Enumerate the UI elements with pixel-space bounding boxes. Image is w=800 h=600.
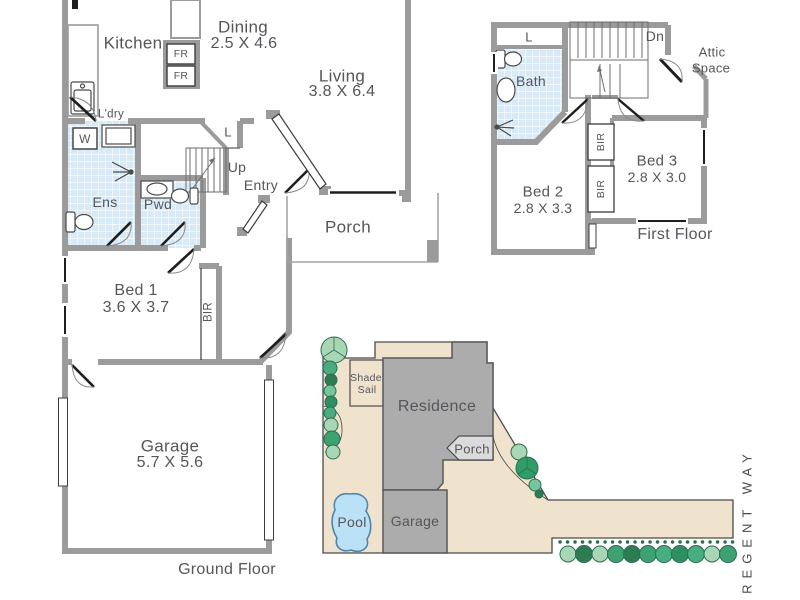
label-robe2: BIR [594, 179, 607, 199]
trees-left [320, 336, 348, 460]
label-bed3: Bed 3 [636, 152, 678, 170]
porch-outline [286, 189, 439, 263]
shower-icon [494, 119, 515, 137]
label-pool: Pool [337, 514, 367, 530]
pantry [170, 0, 201, 39]
toilet-icon [65, 211, 94, 233]
basin-icon [496, 77, 516, 103]
label-bed1-dims: 3.6 X 3.7 [102, 299, 170, 316]
label-washer: W [79, 132, 91, 146]
entry-bay-window [237, 110, 331, 236]
vanity-icon [140, 180, 174, 199]
label-attic-line1: Attic [698, 44, 726, 60]
label-shade-sail-1: Shade [350, 371, 382, 384]
shade-sail-shape [349, 359, 384, 407]
label-stairs-down: Dn [645, 28, 665, 44]
site-garage-shape [382, 489, 448, 554]
ground-floor-plan [58, 0, 439, 554]
label-entry: Entry [243, 177, 279, 193]
label-robe-ground: BIR [202, 301, 215, 323]
label-bed2-dims: 2.8 X 3.3 [513, 200, 573, 216]
caption-first-floor: First Floor [637, 226, 713, 243]
label-garage-site: Garage [390, 513, 440, 529]
caption-ground-floor: Ground Floor [178, 561, 276, 578]
site-porch-shape [446, 435, 494, 461]
door-arcs [69, 96, 310, 388]
door-arcs [561, 98, 645, 124]
toilet-icon [170, 187, 199, 205]
pool-shape [331, 492, 372, 553]
first-floor-plan [490, 21, 709, 255]
label-street-regent-way: REGENT WAY [739, 448, 755, 594]
label-bed1: Bed 1 [114, 282, 158, 299]
label-bed2: Bed 2 [522, 183, 564, 201]
label-laundry: L'dry [97, 108, 125, 121]
stairs-down [569, 21, 649, 99]
washing-machine [72, 127, 98, 150]
toilet-icon [495, 49, 523, 69]
label-shade-sail-2: Sail [357, 383, 377, 396]
attic-door [658, 57, 684, 84]
label-attic-line2: Space [691, 60, 731, 76]
label-garage-dims: 5.7 X 5.6 [136, 454, 204, 471]
label-stairs-up: Up [227, 159, 247, 175]
stairs-up [185, 119, 240, 193]
windows [58, 0, 274, 541]
shower-icon [111, 161, 134, 182]
label-linen-ground: L [224, 124, 232, 140]
label-bed3-dims: 2.8 X 3.0 [627, 169, 687, 185]
label-fridge2: FR [173, 69, 189, 82]
label-porch-ground: Porch [325, 217, 371, 237]
laundry-trough [101, 124, 136, 148]
label-powder: Pwd [143, 196, 173, 212]
windows [490, 52, 708, 249]
label-garage-ground: Garage [140, 436, 200, 456]
label-kitchen: Kitchen [103, 33, 163, 53]
label-fridge1: FR [173, 47, 189, 60]
trees-street-row [559, 545, 737, 563]
bath-tiles [494, 48, 565, 141]
site-plan [320, 336, 737, 563]
label-living-dims: 3.8 X 6.4 [308, 83, 376, 100]
label-residence: Residence [397, 398, 477, 415]
label-bath: Bath [516, 73, 546, 89]
trees-diagonal [510, 443, 544, 499]
label-ensuite: Ens [92, 194, 118, 210]
label-dining-dims: 2.5 X 4.6 [210, 35, 278, 52]
label-robe1: BIR [594, 132, 607, 152]
built-in-robe [587, 123, 615, 213]
label-dining: Dining [218, 17, 268, 37]
label-living: Living [318, 66, 366, 86]
label-linen-first: L [525, 29, 533, 45]
label-porch-site: Porch [454, 441, 490, 457]
fridge-recess [163, 40, 200, 89]
